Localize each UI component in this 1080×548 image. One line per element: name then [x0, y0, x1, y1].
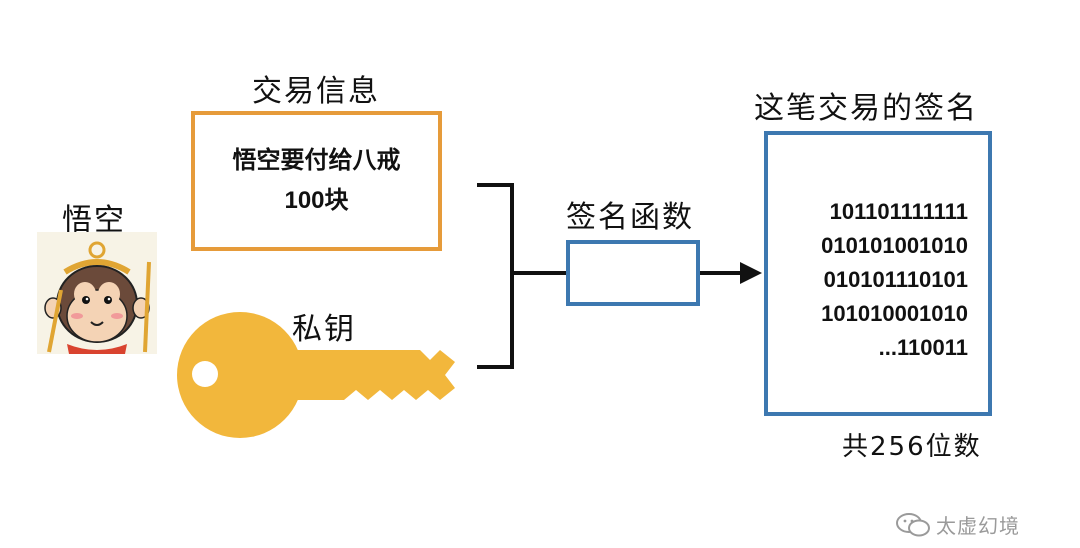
- arrow-head-icon: [740, 262, 762, 284]
- transaction-title: 交易信息: [252, 74, 380, 109]
- signature-footnote: 共256位数: [842, 432, 982, 462]
- watermark-text: 太虚幻境: [936, 514, 1020, 538]
- signature-bits-row: 010101110101: [823, 267, 968, 292]
- sign-function-box: [566, 240, 700, 306]
- key-icon: [177, 312, 455, 438]
- signature-bits-row: 101010001010: [821, 301, 968, 326]
- private-key-label: 私钥: [292, 312, 356, 347]
- transaction-box: 悟空要付给八戒 100块: [191, 111, 442, 251]
- wukong-avatar: [37, 232, 157, 354]
- signature-bits-row: 010101001010: [821, 233, 968, 258]
- sign-function-label: 签名函数: [566, 200, 694, 235]
- transaction-line: 100块: [284, 187, 349, 214]
- watermark: 太虚幻境: [896, 510, 1020, 539]
- signature-box: 101101111111 010101001010 010101110101 1…: [764, 131, 992, 416]
- merge-bracket: [477, 183, 514, 369]
- signature-bits-row: ...110011: [878, 335, 968, 360]
- transaction-line: 悟空要付给八戒: [232, 147, 401, 174]
- signature-title: 这笔交易的签名: [754, 91, 978, 126]
- signature-bits-row: 101101111111: [829, 199, 968, 224]
- wechat-icon: [896, 512, 930, 536]
